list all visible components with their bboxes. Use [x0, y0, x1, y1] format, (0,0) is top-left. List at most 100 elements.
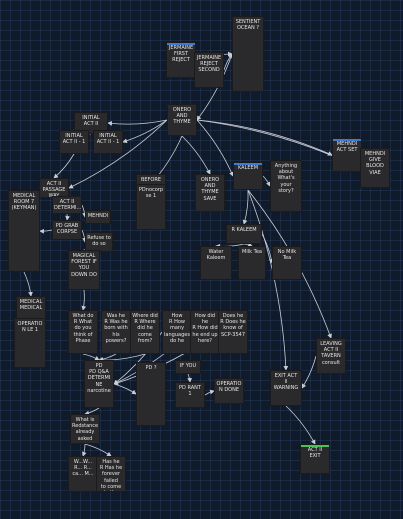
node-initial-act-ii-b[interactable]: INITIAL ACT II - 1 — [93, 130, 123, 154]
node-r-kaleem[interactable]: R KALEEM — [226, 224, 262, 244]
node-initial-act[interactable]: INITIAL ACT II — [74, 112, 108, 134]
node-onero-and-thyme[interactable]: ONERO AND THYME — [167, 104, 197, 136]
node-q-where-did-he-come[interactable]: Where did R Where did he come from? — [130, 310, 160, 354]
node-w-w[interactable]: W...W... R... R... ca... M... — [68, 456, 98, 492]
node-label: Milk Tea — [242, 249, 262, 255]
node-q-know-of-scp[interactable]: Does he R Does he know of SCP-3547 — [218, 310, 248, 354]
node-label: LEAVING ACT II TAVERN consult — [320, 341, 342, 366]
edge-leaving-act-ii-tavern-to-exit-act-ii-warning — [301, 355, 317, 389]
node-medical-room-keyman[interactable]: MEDICAL ROOM 7 (KEYMAN) — [8, 190, 40, 272]
node-label: PDnocorp se 1 — [138, 187, 164, 200]
edge-onero-and-thyme-to-initial-act — [107, 119, 168, 126]
node-label: INITIAL ACT II - 1 — [62, 133, 86, 146]
node-label: PD PD Q&A DETERMI NE narcotine — [87, 363, 111, 394]
node-q-how-did-he-end-up[interactable]: How did he R How did he end up here? — [190, 310, 220, 354]
node-pd-rant[interactable]: PD RANT 1 — [175, 382, 205, 408]
edge-kaleem-to-anything-about-whats-your-story — [262, 175, 271, 187]
node-label: Refuse to do so — [87, 235, 111, 248]
node-accent — [333, 139, 361, 141]
node-pd-grab-corpse[interactable]: PD GRAB CORPSE — [52, 220, 82, 240]
node-label: R KALEEM — [231, 227, 257, 233]
node-label: Anything about What's your story? — [274, 163, 298, 194]
node-label: PD ? — [145, 365, 157, 371]
node-mehndi[interactable]: MEHNDI — [85, 210, 111, 224]
node-act-ii-passage-way[interactable]: ACT II PASSAGE WAY — [39, 178, 69, 198]
node-act-ii-determine[interactable]: ACT II DETERMI... — [52, 196, 82, 214]
node-label: Does he R Does he know of SCP-3547 — [220, 313, 246, 338]
node-label: IF YOU — [179, 363, 197, 369]
node-label: Was he R Was he born with his powers? — [104, 313, 128, 344]
node-label: What do R What do you think of Phase — [72, 313, 94, 344]
node-operation-1[interactable]: OPERATIO N LE 1 — [14, 318, 46, 368]
node-leaving-act-ii-tavern[interactable]: LEAVING ACT II TAVERN consult — [316, 338, 346, 374]
node-label: MEHNDI ACT SET — [336, 141, 358, 154]
edge-initial-act-ii-a-to-act-ii-passage-way — [53, 153, 75, 179]
node-label: OPERATIO N DONE — [216, 381, 242, 394]
node-label: INITIAL ACT II — [82, 115, 100, 128]
node-anything-about[interactable]: Anything about What's your story? — [270, 160, 302, 212]
node-if-you[interactable]: IF YOU — [175, 360, 201, 374]
edge-kaleem-to-r-kaleem — [242, 189, 249, 225]
edge-what-is-redstance-to-w-w — [81, 443, 87, 457]
node-label: PD RANT 1 — [179, 385, 201, 398]
edge-exit-act-ii-warning-to-act-ii-exit — [285, 405, 316, 445]
node-what-is-redstance[interactable]: What is Redstance already asked — [70, 414, 100, 444]
edge-onero-and-thyme-to-kaleem — [196, 119, 234, 177]
node-label: PD GRAB CORPSE — [55, 223, 79, 236]
node-accent — [301, 445, 329, 447]
node-operation-done[interactable]: OPERATIO N DONE — [214, 378, 244, 404]
node-jermaine-first-reject[interactable]: JERMAINE FIRST REJECT — [166, 42, 196, 78]
node-label: JERMAINE REJECT SECOND — [196, 55, 222, 74]
node-has-he-forever[interactable]: Has he R Has he forever failed to come t… — [96, 456, 126, 492]
node-magical-forest[interactable]: MAGICAL FOREST IF YOU DOWN DO — [68, 250, 100, 290]
node-label: MEHNDI GIVE BLOOD VIAE — [364, 151, 386, 176]
node-mehndi-act-set[interactable]: MEHNDI ACT SET — [332, 138, 362, 172]
node-label: How R How many languages do he — [164, 313, 190, 344]
node-kaleem[interactable]: KALEEM — [233, 162, 263, 190]
node-q-was-he-born[interactable]: Was he R Was he born with his powers? — [101, 310, 131, 354]
node-medical-medical[interactable]: MEDICAL MEDICAL — [16, 296, 46, 320]
node-label: Where did R Where did he come from? — [132, 313, 158, 344]
node-pd-block[interactable]: PD ? — [136, 362, 166, 426]
node-label: INITIAL ACT II - 1 — [96, 133, 120, 146]
node-jermaine-reject-second[interactable]: JERMAINE REJECT SECOND — [194, 52, 224, 88]
node-accent — [234, 163, 262, 165]
node-act-ii-exit[interactable]: ACT II EXIT — [300, 444, 330, 474]
node-label: No Milk Tea — [277, 249, 297, 262]
node-no-milk-tea[interactable]: No Milk Tea — [272, 246, 302, 280]
node-label: MEDICAL ROOM 7 (KEYMAN) — [11, 193, 37, 212]
edge-medical-room-keyman-to-medical-medical — [23, 271, 33, 297]
node-water-kaleem[interactable]: Water Kaleem — [200, 246, 232, 280]
node-label: MEDICAL MEDICAL — [19, 299, 43, 312]
node-exit-act-ii-warning[interactable]: EXIT ACT II WARNING — [270, 370, 302, 406]
edge-if-you-to-pd-rant — [187, 373, 193, 383]
node-sentient-ocean[interactable]: SENTIENT OCEAN ? — [232, 16, 264, 92]
node-q-what-do-you-think[interactable]: What do R What do you think of Phase — [68, 310, 98, 354]
edge-onero-and-thyme-to-initial-act-ii-b — [122, 119, 168, 144]
node-label: Water Kaleem — [206, 249, 226, 262]
node-label: What is Redstance already asked — [72, 417, 99, 442]
node-accent — [167, 43, 195, 45]
node-pd-necorpse[interactable]: PDnocorp se 1 — [136, 184, 166, 230]
node-label: KALEEM — [237, 165, 259, 171]
node-milk-tea[interactable]: Milk Tea — [238, 246, 266, 280]
node-label: ONERO AND THYME SAVE — [200, 177, 220, 202]
node-label: ACT II EXIT — [307, 447, 323, 460]
node-q-how-many-languages[interactable]: How R How many languages do he — [162, 310, 192, 354]
node-pd-q-sa-determine[interactable]: PD PD Q&A DETERMI NE narcotine — [84, 360, 114, 408]
edge-pd-rant-to-operation-done — [204, 389, 215, 396]
node-label: BEFORE — [140, 177, 162, 183]
edge-pd-grab-corpse-to-medical-room-keyman — [39, 228, 53, 234]
node-label: ONERO AND THYME — [172, 107, 192, 126]
node-refuse-to-do-so[interactable]: Refuse to do so — [85, 232, 113, 252]
node-mehndi-give-blood[interactable]: MEHNDI GIVE BLOOD VIAE — [360, 148, 390, 188]
node-onero-and-thyme-save[interactable]: ONERO AND THYME SAVE — [195, 174, 225, 212]
node-initial-act-ii-a[interactable]: INITIAL ACT II - 1 — [59, 130, 89, 154]
node-label: MEHNDI — [87, 213, 109, 219]
node-label: EXIT ACT II WARNING — [273, 373, 299, 392]
node-label: MAGICAL FOREST IF YOU DOWN DO — [71, 253, 97, 278]
edge-onero-and-thyme-to-mehndi-act-set — [196, 119, 333, 156]
edge-what-is-redstance-to-has-he-forever — [84, 443, 112, 457]
node-label: SENTIENT OCEAN ? — [235, 19, 261, 32]
